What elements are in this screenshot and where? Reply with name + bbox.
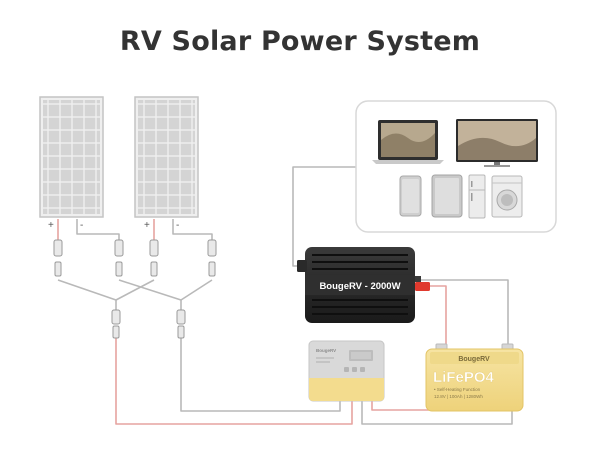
refrigerator-icon bbox=[468, 174, 486, 219]
inverter-positive-terminal bbox=[415, 282, 430, 291]
battery-feature-line: • Self-Heating Function bbox=[434, 387, 481, 392]
tv-icon bbox=[456, 119, 538, 167]
phone-icon bbox=[399, 175, 422, 217]
array-positive-to-controller bbox=[115, 338, 353, 425]
panel1-plus-label: + bbox=[48, 220, 54, 231]
washing-machine-icon bbox=[491, 175, 523, 218]
wires bbox=[57, 166, 513, 425]
controller-to-battery-negative bbox=[361, 400, 513, 425]
solar-panel-1 bbox=[39, 96, 104, 218]
controller-to-battery-positive bbox=[371, 400, 448, 411]
inverter-to-battery-positive bbox=[429, 285, 447, 344]
tablet-icon bbox=[431, 174, 463, 218]
battery-chemistry-label: LiFePO4 bbox=[433, 369, 495, 386]
controller-brand: BougeRV bbox=[316, 348, 336, 353]
panel1-minus-label: - bbox=[80, 220, 83, 231]
charge-controller: BougeRV bbox=[308, 340, 385, 402]
mc4-connectors bbox=[53, 239, 217, 339]
y-branch-negative bbox=[118, 279, 213, 301]
panel2-plus-label: + bbox=[144, 220, 150, 231]
inverter-label: BougeRV - 2000W bbox=[319, 281, 400, 292]
page-title: RV Solar Power System bbox=[119, 26, 481, 57]
array-negative-to-controller bbox=[180, 338, 341, 412]
panel2-minus-label: - bbox=[176, 220, 179, 231]
battery-spec-line: 12.8V | 100Ah | 1280Wh bbox=[434, 394, 483, 399]
laptop-icon bbox=[372, 120, 444, 164]
inverter: BougeRV - 2000W bbox=[297, 247, 430, 323]
y-branch-positive bbox=[57, 279, 155, 301]
inverter-to-battery-negative bbox=[417, 279, 509, 344]
solar-panel-2 bbox=[134, 96, 199, 218]
lifepo4-battery: BougeRV LiFePO4 • Self-Heating Function … bbox=[425, 343, 524, 412]
battery-brand: BougeRV bbox=[458, 356, 490, 363]
appliance-panel bbox=[355, 100, 557, 233]
